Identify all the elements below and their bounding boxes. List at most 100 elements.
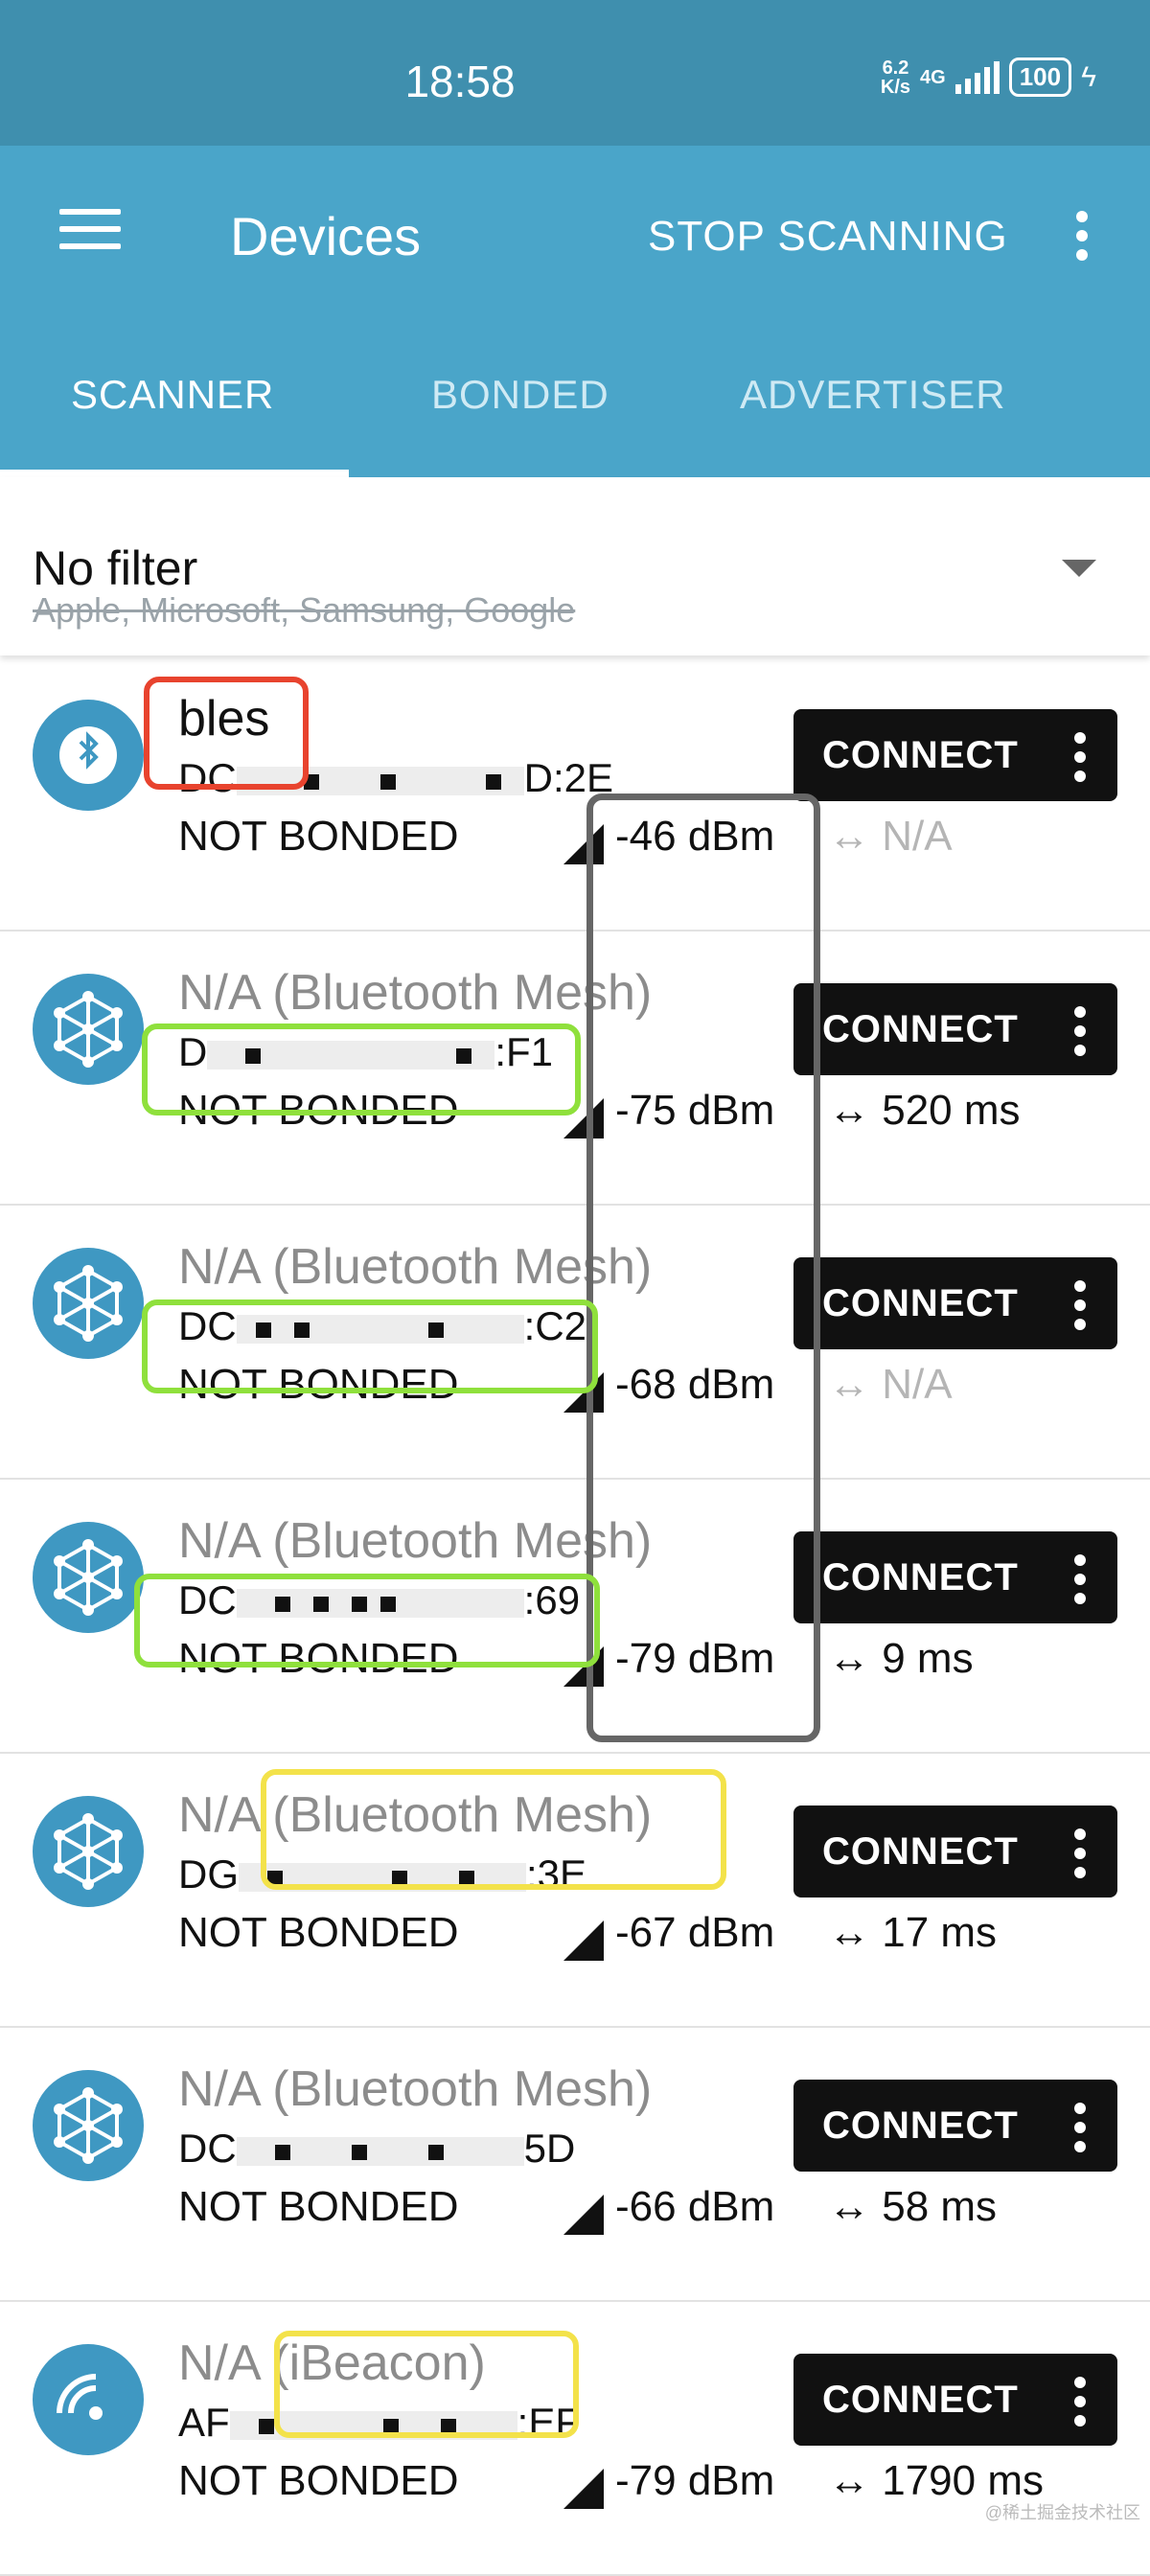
- device-address: DC:C2: [178, 1303, 587, 1348]
- device-name: N/A (Bluetooth Mesh): [178, 2061, 653, 2117]
- bond-status: NOT BONDED: [178, 813, 459, 860]
- battery-icon: 100: [1008, 58, 1072, 97]
- connect-button[interactable]: CONNECT: [794, 1257, 1117, 1349]
- redacted-address: [236, 1314, 524, 1344]
- signal-strength-icon: [954, 60, 1000, 94]
- interval-arrow-icon: ↔: [828, 813, 870, 860]
- redacted-address: [236, 766, 524, 795]
- active-tab-indicator: [0, 470, 349, 477]
- highlight-box-rssi: [586, 794, 820, 1742]
- signal-strength-icon: [564, 2195, 604, 2235]
- rssi-value: -79 dBm: [615, 1635, 775, 1682]
- mesh-network-icon: [33, 1522, 144, 1633]
- redacted-address: [236, 1588, 524, 1618]
- more-vert-icon[interactable]: [1073, 1280, 1087, 1338]
- connect-label: CONNECT: [822, 2104, 1019, 2147]
- connect-label: CONNECT: [822, 1830, 1019, 1873]
- interval-arrow-icon: ↔: [828, 2457, 870, 2504]
- connect-button[interactable]: CONNECT: [794, 709, 1117, 801]
- bluetooth-icon: [33, 700, 144, 811]
- page-title: Devices: [230, 206, 422, 266]
- more-vert-icon[interactable]: [1073, 732, 1087, 790]
- mesh-network-icon: [33, 1796, 144, 1907]
- signal-strength-icon: [564, 1920, 604, 1961]
- bond-status: NOT BONDED: [178, 1909, 459, 1956]
- tab-advertiser[interactable]: ADVERTISER: [740, 372, 1006, 417]
- bond-status: NOT BONDED: [178, 2457, 459, 2504]
- advertising-interval: ↔ 520 ms: [828, 1087, 1021, 1134]
- connect-button[interactable]: CONNECT: [794, 2354, 1117, 2446]
- redacted-address: [236, 2136, 524, 2166]
- filter-title: No filter: [33, 541, 198, 595]
- status-indicators: 6.2 K/s 4G 100 ϟ: [881, 58, 1096, 97]
- device-row[interactable]: N/A (Bluetooth Mesh) DC:C2 NOT BONDED -6…: [0, 1204, 1150, 1480]
- signal-strength-icon: [564, 2469, 604, 2509]
- device-type: (iBeacon): [272, 2335, 486, 2391]
- more-vert-icon[interactable]: [1075, 211, 1089, 268]
- network-speed: 6.2 K/s: [880, 57, 911, 98]
- highlight-box-name: [144, 677, 309, 790]
- connect-button[interactable]: CONNECT: [794, 983, 1117, 1075]
- rssi-value: -79 dBm: [615, 2457, 775, 2504]
- signal-strength-icon: [564, 824, 604, 864]
- connect-label: CONNECT: [822, 2379, 1019, 2421]
- tab-bonded[interactable]: BONDED: [431, 372, 610, 417]
- bond-status: NOT BONDED: [178, 2183, 459, 2230]
- stop-scanning-button[interactable]: STOP SCANNING: [648, 213, 1008, 260]
- mesh-network-icon: [33, 2070, 144, 2181]
- hamburger-menu-icon[interactable]: [59, 209, 121, 249]
- device-row[interactable]: N/A (Bluetooth Mesh) DC:69 NOT BONDED -7…: [0, 1478, 1150, 1754]
- interval-arrow-icon: ↔: [828, 1087, 870, 1134]
- mesh-network-icon: [33, 1248, 144, 1359]
- device-name: N/A (Bluetooth Mesh): [178, 965, 653, 1021]
- advertising-interval: ↔ N/A: [828, 813, 953, 860]
- interval-arrow-icon: ↔: [828, 1361, 870, 1408]
- more-vert-icon[interactable]: [1073, 1828, 1087, 1886]
- connect-label: CONNECT: [822, 734, 1019, 776]
- tab-bar: SCANNER BONDED ADVERTISER: [0, 286, 1150, 477]
- connect-button[interactable]: CONNECT: [794, 1531, 1117, 1623]
- advertising-interval: ↔ 58 ms: [828, 2183, 998, 2230]
- bond-status: NOT BONDED: [178, 1361, 459, 1408]
- highlight-box-address-3: [134, 1574, 600, 1668]
- tab-scanner[interactable]: SCANNER: [71, 372, 275, 417]
- bond-status: NOT BONDED: [178, 1635, 459, 1682]
- rssi-value: -68 dBm: [615, 1361, 775, 1408]
- more-vert-icon[interactable]: [1073, 2103, 1087, 2160]
- highlight-box-type-1: [261, 1769, 726, 1890]
- connect-label: CONNECT: [822, 1282, 1019, 1324]
- device-name: N/A (Bluetooth Mesh): [178, 1787, 653, 1843]
- app-bar: Devices STOP SCANNING: [0, 146, 1150, 286]
- connect-button[interactable]: CONNECT: [794, 1806, 1117, 1898]
- advertising-interval: ↔ N/A: [828, 1361, 953, 1408]
- interval-arrow-icon: ↔: [828, 1909, 870, 1956]
- watermark: @稀土掘金技术社区: [984, 2503, 1140, 2522]
- network-type: 4G: [920, 66, 946, 88]
- device-name: N/A (Bluetooth Mesh): [178, 1239, 653, 1295]
- connect-button[interactable]: CONNECT: [794, 2080, 1117, 2172]
- device-address: DC:69: [178, 1577, 581, 1622]
- highlight-box-type-2: [274, 2331, 579, 2438]
- device-name: N/A (Bluetooth Mesh): [178, 1513, 653, 1569]
- device-type: (Bluetooth Mesh): [272, 2061, 653, 2117]
- more-vert-icon[interactable]: [1073, 1006, 1087, 1064]
- device-name: bles: [178, 691, 270, 747]
- more-vert-icon[interactable]: [1073, 2377, 1087, 2434]
- filter-bar[interactable]: No filter Apple, Microsoft, Samsung, Goo…: [0, 477, 1150, 656]
- status-time: 18:58: [404, 57, 516, 106]
- rssi-value: -66 dBm: [615, 2183, 775, 2230]
- status-bar: 18:58 6.2 K/s 4G 100 ϟ: [0, 0, 1150, 146]
- highlight-box-address-1: [142, 1024, 581, 1116]
- charging-icon: ϟ: [1081, 60, 1096, 93]
- device-type: (Bluetooth Mesh): [272, 1787, 653, 1843]
- rssi-value: -75 dBm: [615, 1087, 775, 1134]
- advertising-interval: ↔ 17 ms: [828, 1909, 998, 1956]
- beacon-icon: [33, 2344, 144, 2455]
- dropdown-arrow-icon[interactable]: [1062, 560, 1096, 577]
- more-vert-icon[interactable]: [1073, 1554, 1087, 1612]
- device-row[interactable]: N/A (Bluetooth Mesh) D:F1 NOT BONDED -75…: [0, 930, 1150, 1206]
- interval-arrow-icon: ↔: [828, 1635, 870, 1682]
